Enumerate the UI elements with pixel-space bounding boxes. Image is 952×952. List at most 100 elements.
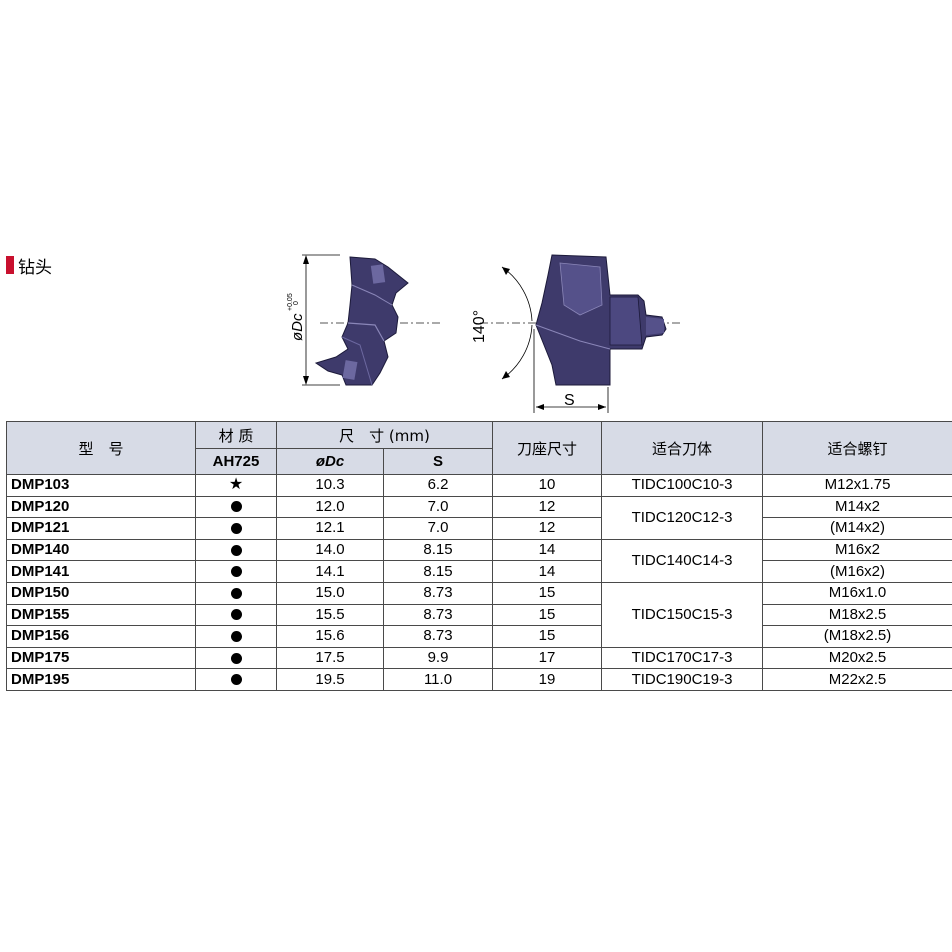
- header-s: S: [382, 448, 494, 475]
- model-cell: DMP141: [6, 560, 196, 583]
- dot-mark-icon: [230, 674, 242, 686]
- dot-mark-icon: [230, 630, 242, 642]
- material-cell: [195, 625, 277, 648]
- s-cell: 8.73: [382, 581, 494, 605]
- header-model: 型 号: [6, 421, 196, 475]
- holder-size-cell: 17: [492, 646, 603, 670]
- dc-cell: 12.0: [276, 495, 384, 519]
- screw-cell: (M16x2): [762, 560, 952, 583]
- model-cell: DMP150: [6, 581, 196, 605]
- header-holder-size: 刀座尺寸: [492, 421, 603, 475]
- dc-cell: 19.5: [276, 668, 384, 691]
- insert-front-view: [302, 254, 440, 386]
- model-cell: DMP121: [6, 517, 196, 540]
- dot-mark-icon: [230, 566, 242, 578]
- holder-size-cell: 12: [492, 495, 603, 519]
- dc-dimension-label: øDc: [289, 313, 306, 341]
- model-cell: DMP155: [6, 603, 196, 627]
- header-size: 尺 寸 (mm): [275, 421, 494, 449]
- material-cell: [195, 581, 277, 605]
- dc-cell: 12.1: [276, 517, 384, 540]
- holder-cell: TIDC140C14-3: [601, 538, 764, 583]
- material-cell: [195, 560, 277, 583]
- holder-size-cell: 10: [492, 474, 603, 497]
- model-cell: DMP156: [6, 625, 196, 648]
- dot-mark-icon: [230, 652, 242, 664]
- s-cell: 11.0: [382, 668, 494, 691]
- s-cell: 8.15: [382, 560, 494, 583]
- s-cell: 7.0: [382, 517, 494, 540]
- holder-size-cell: 19: [492, 668, 603, 691]
- insert-side-view: [480, 254, 680, 413]
- s-cell: 6.2: [382, 474, 494, 497]
- dot-mark-icon: [230, 523, 242, 535]
- angle-label: 140°: [471, 310, 488, 343]
- screw-cell: M12x1.75: [762, 474, 952, 497]
- holder-size-cell: 15: [492, 581, 603, 605]
- page-edge-fragment: [945, 697, 948, 709]
- screw-cell: M16x2: [762, 538, 952, 562]
- screw-cell: (M14x2): [762, 517, 952, 540]
- material-cell: [195, 603, 277, 627]
- material-cell: [195, 538, 277, 562]
- holder-cell: TIDC120C12-3: [601, 495, 764, 540]
- dot-mark-icon: [230, 544, 242, 556]
- s-cell: 8.73: [382, 603, 494, 627]
- model-cell: DMP103: [6, 474, 196, 497]
- material-cell: ★: [195, 474, 277, 497]
- holder-size-cell: 12: [492, 517, 603, 540]
- drill-insert-figure: øDc +0.05 0 140° S: [287, 254, 680, 413]
- dc-cell: 15.0: [276, 581, 384, 605]
- holder-cell: TIDC150C15-3: [601, 581, 764, 648]
- screw-cell: (M18x2.5): [762, 625, 952, 648]
- screw-cell: M20x2.5: [762, 646, 952, 670]
- holder-size-cell: 14: [492, 560, 603, 583]
- star-mark-icon: ★: [228, 476, 244, 494]
- s-cell: 9.9: [382, 646, 494, 670]
- section-marker: [6, 256, 14, 274]
- dc-tolerance-upper: +0.05: [287, 293, 294, 311]
- header-screw: 适合螺钉: [762, 421, 952, 475]
- dot-mark-icon: [230, 609, 242, 621]
- drill-spec-table: 型 号 材 质 尺 寸 (mm) 刀座尺寸 适合刀体 适合螺钉 AH725 øD…: [6, 421, 952, 691]
- section-title: 钻头: [6, 254, 52, 278]
- model-cell: DMP195: [6, 668, 196, 691]
- s-cell: 8.15: [382, 538, 494, 562]
- material-cell: [195, 517, 277, 540]
- material-cell: [195, 668, 277, 691]
- s-cell: 8.73: [382, 625, 494, 648]
- holder-size-cell: 14: [492, 538, 603, 562]
- model-cell: DMP120: [6, 495, 196, 519]
- holder-size-cell: 15: [492, 603, 603, 627]
- dot-mark-icon: [230, 501, 242, 513]
- holder-cell: TIDC170C17-3: [601, 646, 764, 670]
- dc-tolerance-lower: 0: [293, 301, 300, 305]
- dc-cell: 14.1: [276, 560, 384, 583]
- header-material: 材 质: [195, 421, 277, 449]
- dc-cell: 14.0: [276, 538, 384, 562]
- dc-cell: 15.6: [276, 625, 384, 648]
- dc-cell: 10.3: [276, 474, 384, 497]
- material-cell: [195, 646, 277, 670]
- s-dimension-label: S: [564, 392, 575, 409]
- header-dc: øDc: [276, 448, 384, 475]
- dc-cell: 17.5: [276, 646, 384, 670]
- screw-cell: M22x2.5: [762, 668, 952, 691]
- section-title-text: 钻头: [18, 257, 52, 278]
- header-material-grade: AH725: [195, 448, 277, 475]
- dc-cell: 15.5: [276, 603, 384, 627]
- holder-cell: TIDC100C10-3: [601, 474, 764, 497]
- screw-cell: M18x2.5: [762, 603, 952, 627]
- screw-cell: M16x1.0: [762, 581, 952, 605]
